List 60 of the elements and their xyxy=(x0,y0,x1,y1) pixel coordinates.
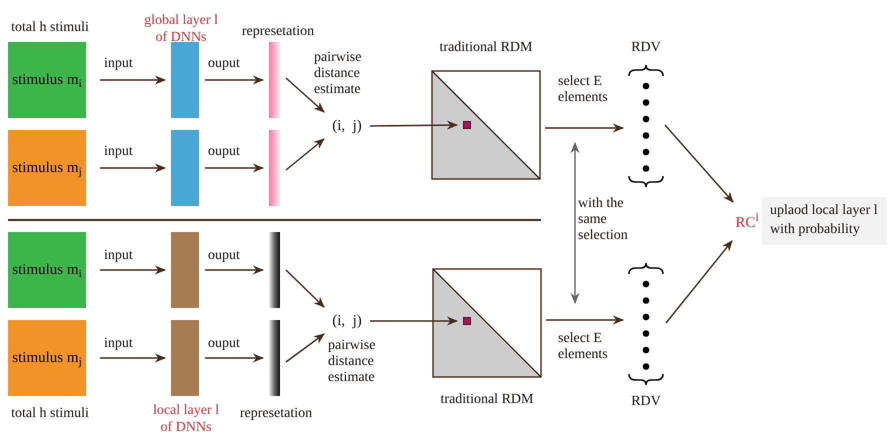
arrow xyxy=(370,120,458,130)
stimulus-box: stimulus m$_{i}$ xyxy=(8,232,86,308)
layer-bar xyxy=(171,232,199,308)
arrow xyxy=(100,266,166,274)
note-box: uplaod local layer l with probability xyxy=(762,197,887,245)
edge-label: ouput xyxy=(208,248,241,264)
edge-label: ouput xyxy=(208,56,241,72)
arrow xyxy=(205,266,264,274)
matrix-title: traditional RDM xyxy=(440,39,532,57)
vector-title: RDV xyxy=(631,39,661,57)
representation-bar xyxy=(269,232,280,308)
stimulus-box: stimulus m$_{j}$ xyxy=(8,130,86,206)
layer-title: local layer l of DNNs xyxy=(152,402,220,436)
arrow xyxy=(286,270,325,308)
arrow xyxy=(665,240,733,324)
arrow xyxy=(286,77,325,113)
layer-bar xyxy=(171,320,199,396)
arrow xyxy=(100,354,166,362)
column-title: represetation xyxy=(238,405,314,422)
matrix-cell-box xyxy=(463,317,471,325)
edge-label: input xyxy=(104,336,134,352)
arrow xyxy=(205,354,264,362)
node-caption: pairwise distance estimate xyxy=(328,338,376,386)
column-title: represetation xyxy=(240,23,316,40)
edge-label: input xyxy=(104,56,134,72)
matrix-title: traditional RDM xyxy=(440,391,534,409)
pair-index: (i, j) xyxy=(332,116,362,136)
arrow xyxy=(100,164,166,172)
representation-bar xyxy=(269,320,280,396)
arrow xyxy=(570,142,580,304)
arrow xyxy=(286,333,325,363)
matrix-cell-box xyxy=(463,121,471,129)
stimulus-box: stimulus m$_{i}$ xyxy=(8,42,86,118)
node-label: RC$^{l}$ xyxy=(735,212,759,233)
node-caption: pairwise distance estimate xyxy=(314,50,362,98)
edge-label: ouput xyxy=(208,336,241,352)
column-title: total h stimuli xyxy=(10,405,90,422)
layer-bar xyxy=(171,130,199,206)
arrow xyxy=(205,164,264,172)
edge-label: input xyxy=(104,248,134,264)
edge-label: select E elements xyxy=(558,74,609,106)
arrow xyxy=(545,124,624,132)
edge-label: select E elements xyxy=(558,331,609,363)
layer-bar xyxy=(171,42,199,118)
arrow xyxy=(370,316,458,326)
representation-bar xyxy=(269,130,280,206)
arrow xyxy=(664,124,734,203)
edge-label: ouput xyxy=(208,144,241,160)
edge-label: input xyxy=(104,144,134,160)
pair-index: (i, j) xyxy=(332,312,362,331)
stimulus-box: stimulus m$_{j}$ xyxy=(8,320,86,396)
arrow xyxy=(205,76,264,84)
arrow xyxy=(100,76,166,84)
arrow xyxy=(286,138,325,171)
column-title: total h stimuli xyxy=(10,19,90,36)
edge-label: with the same selection xyxy=(578,196,629,244)
vector-title: RDV xyxy=(631,393,661,411)
layer-title: global layer l of DNNs xyxy=(143,12,219,46)
representation-bar xyxy=(269,42,280,118)
arrow xyxy=(546,316,624,324)
